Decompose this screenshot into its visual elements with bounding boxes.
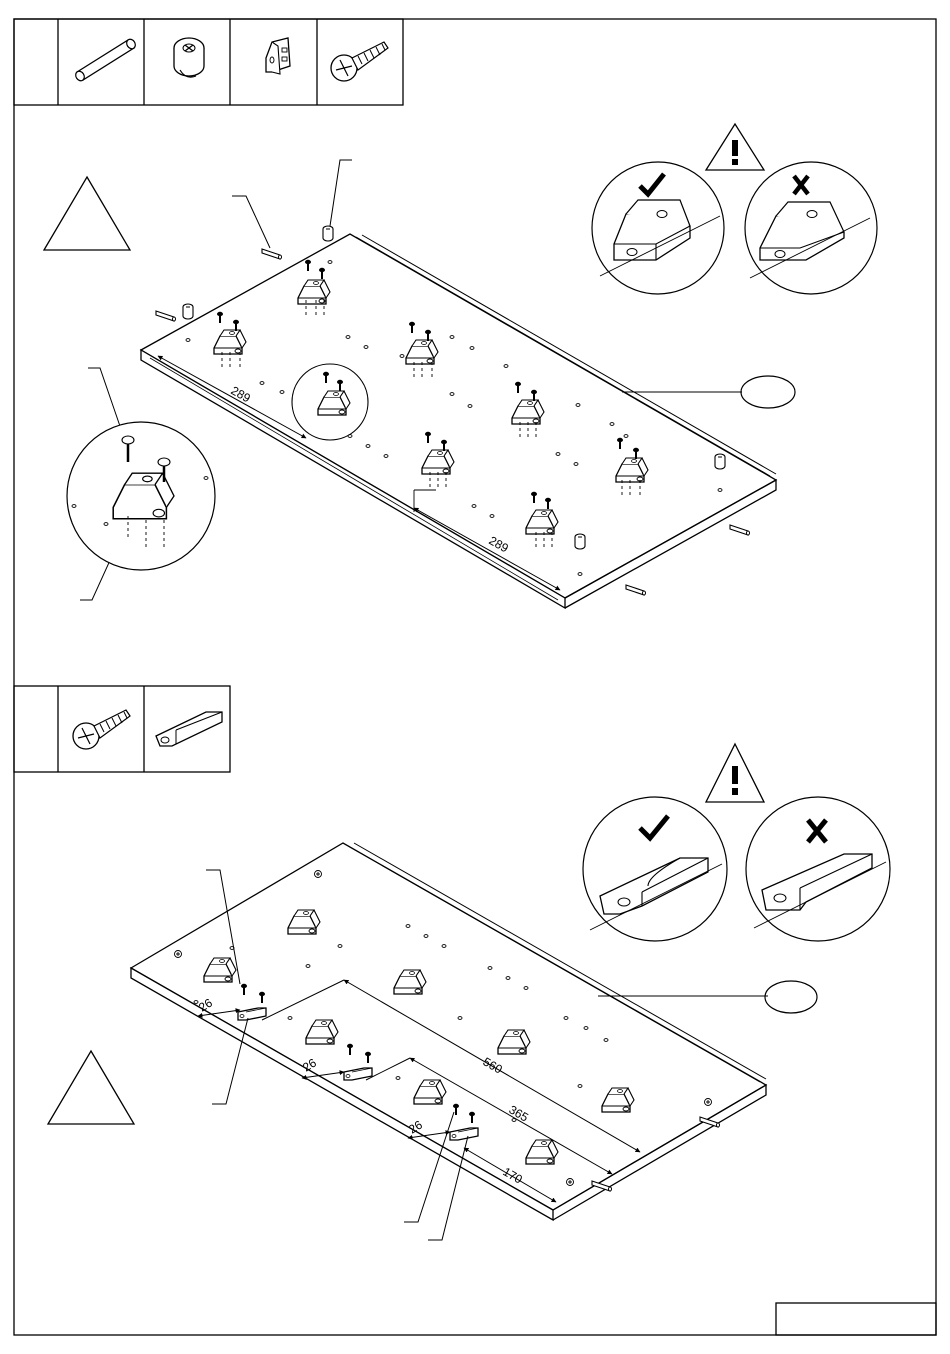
part-label-bubble-1 [741, 376, 795, 408]
warning-triangle-icon [706, 744, 764, 802]
parts-table-step-2 [14, 686, 230, 772]
dowel-icon [74, 38, 137, 83]
magnetic-catch-icon [156, 712, 222, 746]
footer-box [776, 1303, 936, 1335]
shelf-bracket-icon [266, 38, 290, 74]
step-1-detail-circle [67, 422, 215, 570]
step-triangle-1 [44, 177, 130, 250]
warning-triangle-icon [706, 124, 764, 170]
warning-group-2 [583, 744, 890, 941]
screw-icon [331, 42, 388, 81]
part-label-bubble-2 [765, 981, 817, 1013]
screw-icon [73, 710, 130, 749]
warning-group-1 [592, 124, 877, 294]
parts-table-step-1 [14, 19, 403, 105]
cam-lock-icon [174, 38, 204, 77]
step-triangle-2 [48, 1051, 134, 1124]
